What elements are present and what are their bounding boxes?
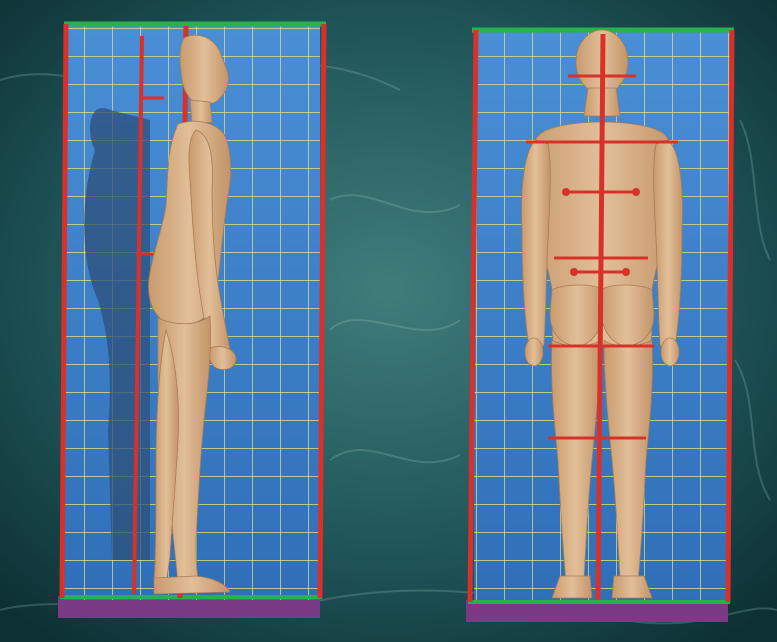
lateral-posture-panel [58,22,326,618]
posterior-pelvis-right-dot [622,268,630,276]
posterior-pelvis-left-dot [570,268,578,276]
posterior-scapula-right-dot [632,188,640,196]
posterior-scapula-left-dot [562,188,570,196]
posterior-posture-panel [466,28,734,622]
